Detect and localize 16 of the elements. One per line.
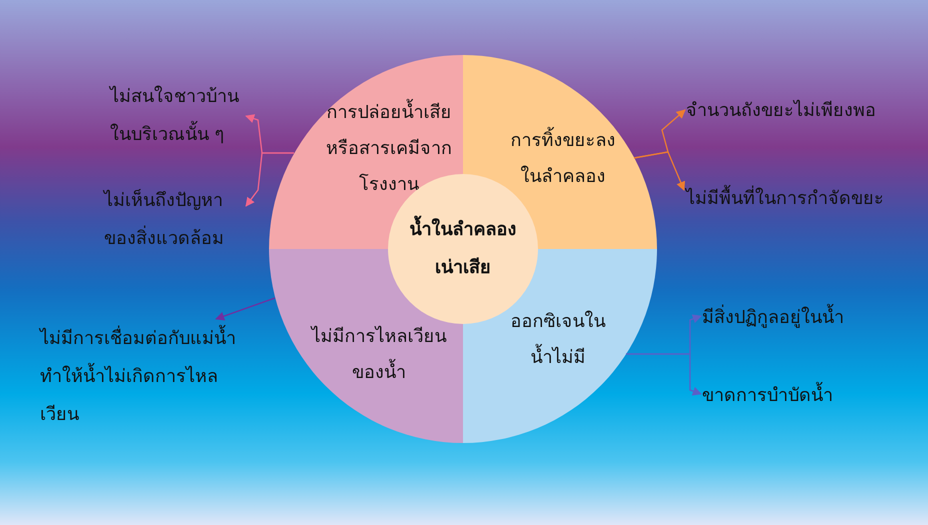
arrow — [245, 152, 294, 207]
cause-text: ขาดการบำบัดน้ำ — [702, 377, 852, 415]
cause-text: ไม่มีการเชื่อมต่อกับแม่น้ำ ทำให้น้ำไม่เกิดการไหลเวียน — [40, 320, 240, 434]
cause-text: ไม่มีพื้นที่ในการกำจัดขยะ — [686, 180, 901, 218]
segment-label: การทิ้งขยะลงในลำคลอง — [503, 123, 623, 195]
center-label: น้ำในลำคลองเน่าเสีย — [408, 211, 518, 287]
arrow — [215, 297, 276, 321]
cause-text: ไม่สนใจชาวบ้านในบริเวณนั้น ๆ — [110, 78, 245, 154]
segment-label: การปล่อยน้ำเสียหรือสารเคมีจากโรงงาน — [324, 95, 454, 203]
segment-label: ไม่มีการไหลเวียนของน้ำ — [309, 324, 448, 385]
cause-text: ไม่เห็นถึงปัญหาของสิ่งแวดล้อม — [104, 182, 246, 258]
cause-text: จำนวนถังขยะไม่เพียงพอ — [686, 92, 901, 130]
cause-text: มีสิ่งปฏิกูลอยู่ในน้ำ — [702, 299, 872, 337]
segment-label: ออกซิเจนในน้ำไม่มี — [510, 310, 606, 370]
arrow — [634, 151, 686, 191]
arrow — [626, 353, 702, 396]
